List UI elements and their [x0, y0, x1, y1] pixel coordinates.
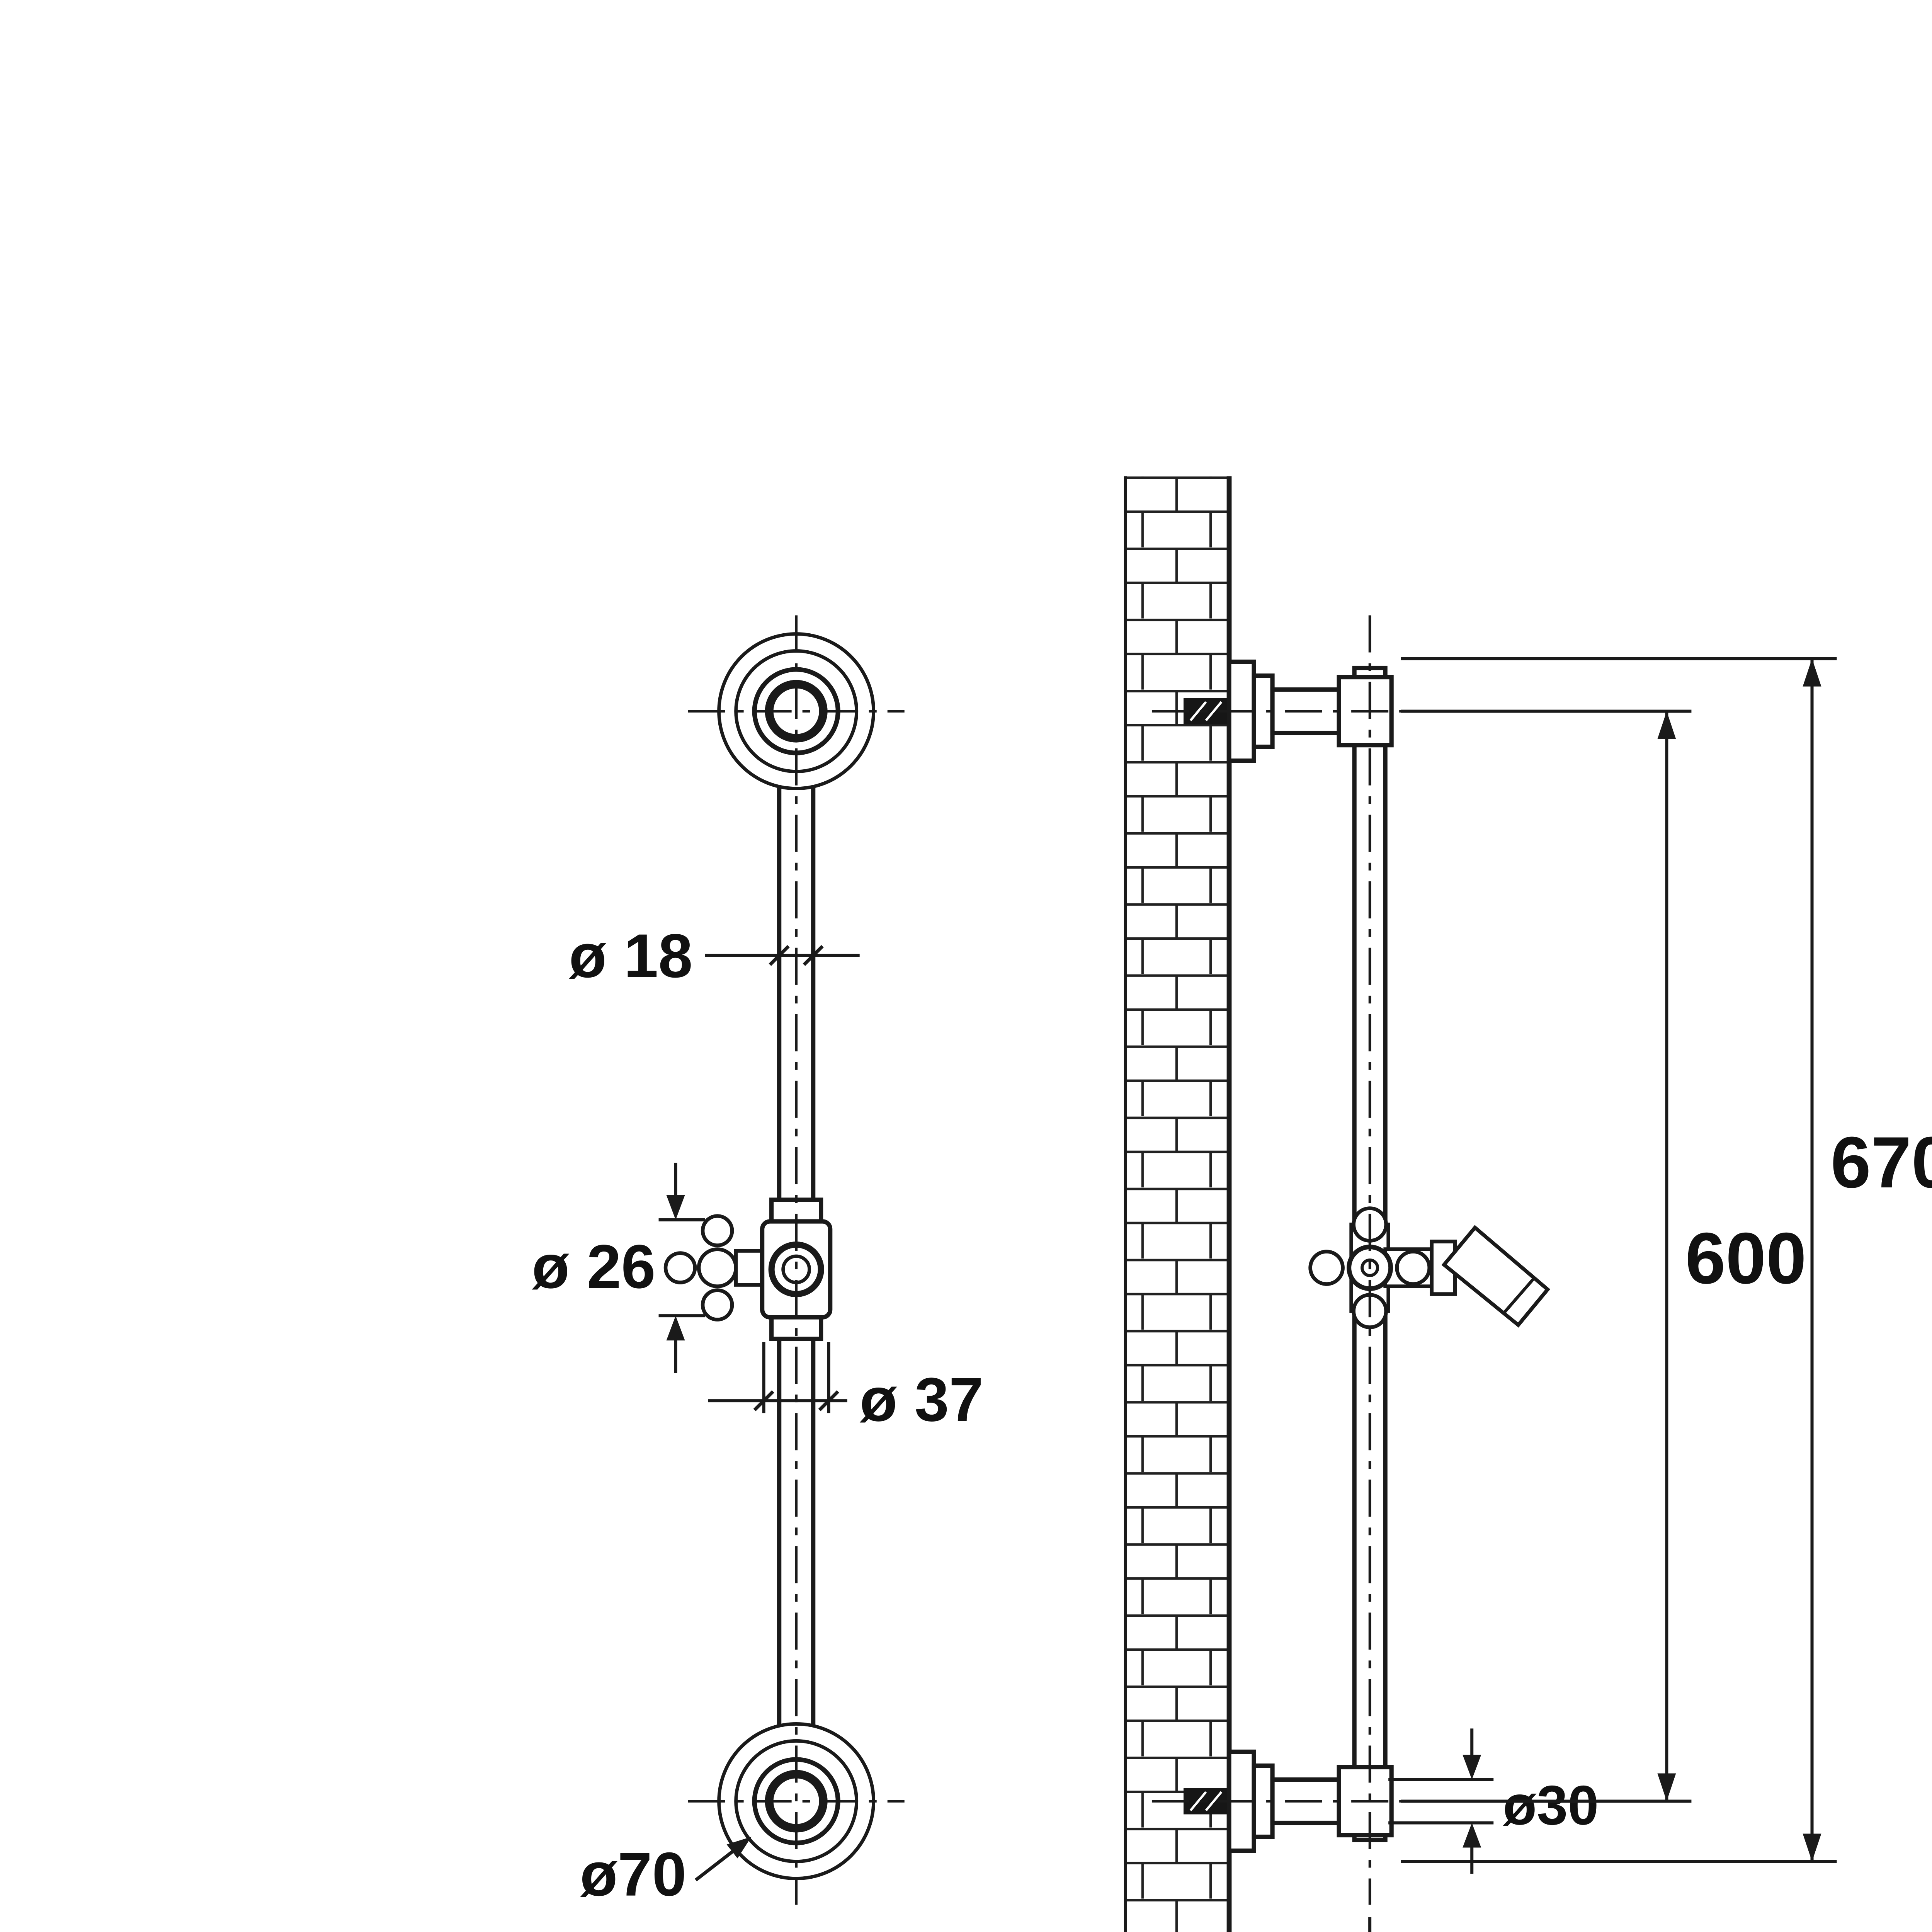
dim-bracket-diameter-label: ø30: [1503, 1774, 1599, 1837]
dim-flange-diameter: ø70: [580, 1837, 752, 1909]
dim-overall-height: 670: [1401, 657, 1932, 1863]
handle-lobe-bottom: [701, 1288, 734, 1321]
dim-rail-diameter-label: ø 18: [569, 921, 692, 990]
dim-overall-height-label: 670: [1831, 1122, 1932, 1203]
holder-cup-rim: [1502, 1277, 1535, 1315]
front-view: ø 18 ø 26 ø 37 ø70: [532, 615, 983, 1909]
side-view: ø30 600 670 50: [1124, 476, 1932, 1932]
dim-slider-diameter-label: ø 37: [860, 1365, 983, 1434]
brick-wall: [1125, 476, 1230, 1932]
handle-hub-center: [1361, 1259, 1379, 1277]
dim-centres-height: 600: [1401, 709, 1806, 1803]
dim-bracket-diameter: ø30: [1388, 1728, 1599, 1874]
dim-rail-diameter: ø 18: [569, 921, 860, 990]
handle-lobe-right-side: [1395, 1250, 1431, 1286]
handle-lobe-top: [701, 1214, 734, 1247]
handle-lobe-left-side: [1308, 1250, 1345, 1286]
holder-cup: [1441, 1225, 1550, 1328]
dim-slider-diameter: ø 37: [708, 1342, 983, 1434]
dim-handle-diameter-label: ø 26: [532, 1232, 655, 1301]
handle-lobe-left: [663, 1251, 697, 1284]
handle-hub-front: [697, 1247, 738, 1288]
dim-flange-diameter-label: ø70: [580, 1840, 687, 1909]
slider-side: [1308, 1206, 1550, 1329]
dim-handle-diameter: ø 26: [532, 1162, 705, 1373]
dim-wall-to-centre: 50: [1368, 1917, 1372, 1932]
dim-centres-height-label: 600: [1685, 1218, 1806, 1299]
